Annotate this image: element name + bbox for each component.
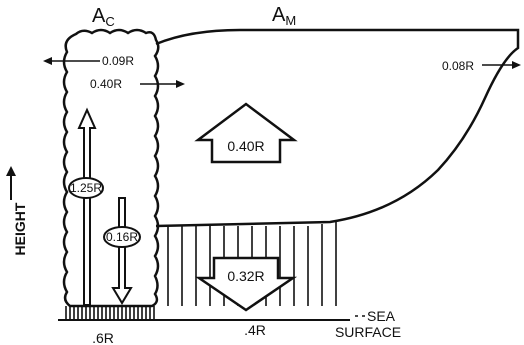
convective-downdraft-label: 0.16R [106, 230, 138, 244]
convective-updraft-label: 1.25R [70, 181, 102, 195]
convective-rain-label: .6R [92, 330, 114, 345]
mesoscale-rain-label: .4R [244, 322, 266, 338]
height-axis-label: HEIGHT [12, 202, 28, 255]
flux-cloud-right-arrowhead [176, 80, 185, 88]
flux-cloud-left-arrowhead [43, 57, 52, 65]
sea-label: SEA [367, 308, 396, 324]
convective-rain-hatching [66, 306, 154, 320]
convective-downdraft-arrow [113, 198, 131, 303]
convective-area-main: A [92, 5, 106, 27]
flux-cloud-left-label: 0.09R [102, 54, 134, 68]
convective-area-label: AC [92, 5, 115, 29]
convective-updraft-arrow [79, 110, 95, 305]
mesoscale-downdraft-arrow [199, 258, 293, 310]
convective-cloud-outline [64, 30, 158, 306]
mesoscale-updraft-label: 0.40R [227, 138, 264, 154]
surface-label: SURFACE [335, 324, 401, 340]
flux-cloud-right-label: 0.40R [90, 77, 122, 91]
flux-mesoscale-edge-label: 0.08R [442, 59, 474, 73]
mesoscale-area-sub: M [285, 13, 296, 28]
height-axis-arrowhead [6, 166, 16, 176]
flux-mesoscale-edge-arrowhead [512, 61, 521, 69]
mesoscale-area-label: AM [272, 4, 296, 28]
mesoscale-downdraft-label: 0.32R [227, 268, 264, 284]
mesoscale-area-main: A [272, 4, 286, 26]
convective-area-sub: C [105, 14, 114, 29]
